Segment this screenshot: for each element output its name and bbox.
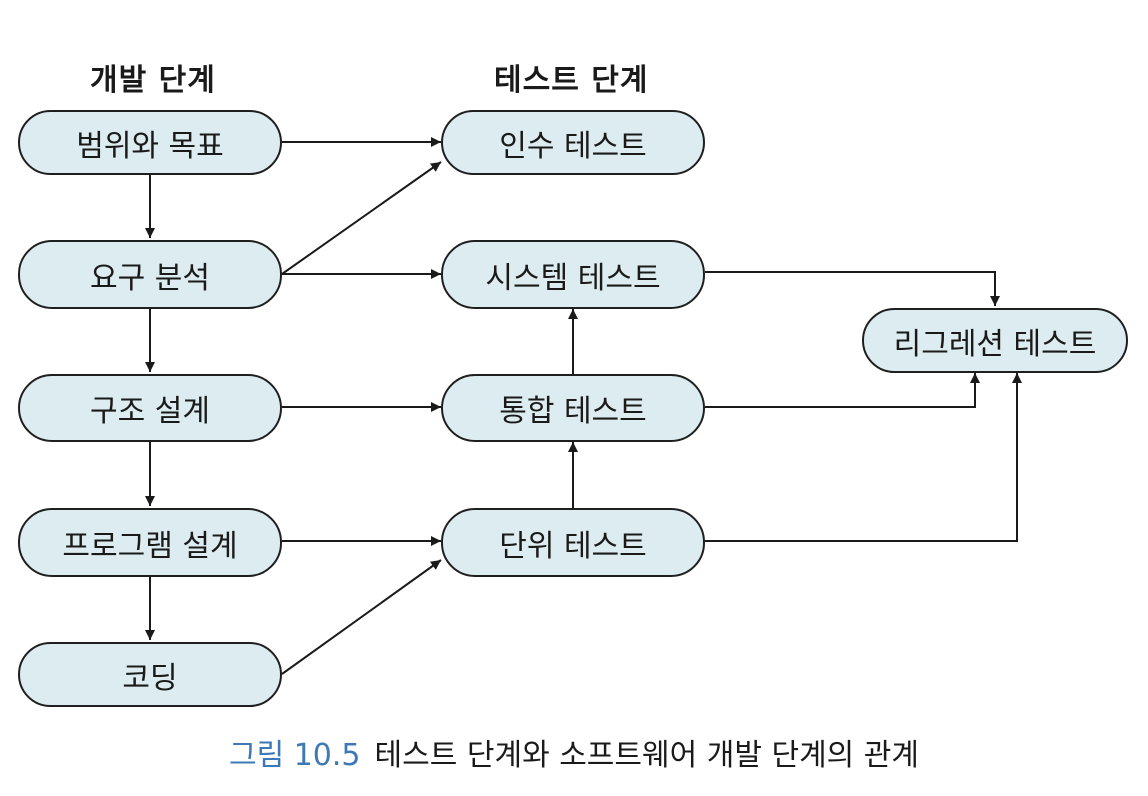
arrow-system-to-regression xyxy=(705,271,1000,306)
test-stages-header: 테스트 단계 xyxy=(494,63,649,98)
figure-number: 그림 10.5 xyxy=(228,738,361,773)
arrow-unit-to-regression xyxy=(705,373,1022,542)
test-system: 시스템 테스트 xyxy=(441,240,705,309)
stage-coding: 코딩 xyxy=(18,642,282,707)
figure-caption-text: 테스트 단계와 소프트웨어 개발 단계의 관계 xyxy=(374,738,920,773)
arrow-coding-to-unit xyxy=(281,559,442,675)
test-integration: 통합 테스트 xyxy=(441,374,705,442)
stage-scope-and-goals: 범위와 목표 xyxy=(18,110,282,175)
test-unit: 단위 테스트 xyxy=(441,508,705,577)
stage-requirements-analysis: 요구 분석 xyxy=(18,240,282,309)
stage-architecture-design: 구조 설계 xyxy=(18,374,282,442)
arrow-integration-to-regression xyxy=(705,373,980,408)
test-regression: 리그레션 테스트 xyxy=(862,308,1128,373)
figure-caption: 그림 10.5 테스트 단계와 소프트웨어 개발 단계의 관계 xyxy=(0,730,1148,774)
stage-program-design: 프로그램 설계 xyxy=(18,508,282,577)
arrow-requirements-to-acceptance xyxy=(281,161,442,275)
test-acceptance: 인수 테스트 xyxy=(441,110,705,175)
development-stages-header: 개발 단계 xyxy=(90,63,216,98)
